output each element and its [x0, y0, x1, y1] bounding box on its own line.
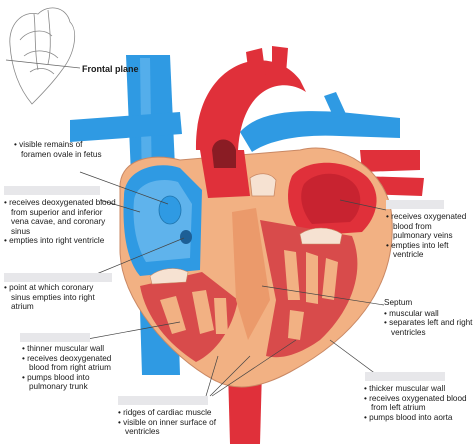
septum-items: muscular wallseparates left and right ve…	[384, 309, 474, 338]
note-item: point at which coronary sinus empties in…	[4, 283, 104, 312]
note-item: empties into left ventricle	[386, 241, 470, 260]
note-item: receives deoxygenated blood from superio…	[4, 198, 116, 236]
note-item: empties into right ventricle	[4, 236, 116, 246]
right-ventricle	[140, 272, 238, 362]
note-item: receives deoxygenated blood from right a…	[22, 354, 126, 373]
trabeculae-carneae	[160, 250, 338, 340]
interventricular-septum	[232, 208, 270, 340]
aortic-valve	[249, 173, 277, 197]
descending-aorta	[228, 370, 262, 444]
pulmonary-artery-left	[240, 111, 400, 152]
coronary-sinus-opening	[180, 230, 192, 244]
note-item: receives oxygenated blood from pulmonary…	[386, 212, 470, 241]
note-coronary-sinus: point at which coronary sinus empties in…	[4, 283, 104, 312]
mitral-valve	[299, 227, 343, 245]
aorta	[195, 60, 306, 150]
frontal-plane-inset	[5, 7, 81, 105]
note-septum: Septum muscular wallseparates left and r…	[384, 298, 474, 337]
tricuspid-valve	[149, 268, 189, 285]
mask-right-ventricle	[20, 333, 90, 342]
septum-title: Septum	[384, 298, 413, 307]
note-item: visible on inner surface of ventricles	[118, 418, 226, 437]
note-trabeculae: ridges of cardiac musclevisible on inner…	[118, 408, 226, 437]
note-item: muscular wall	[384, 309, 474, 319]
note-item: thinner muscular wall	[22, 344, 126, 354]
note-item: separates left and right ventricles	[384, 318, 474, 337]
note-right-ventricle: thinner muscular wallreceives deoxygenat…	[22, 344, 126, 392]
note-right-atrium: receives deoxygenated blood from superio…	[4, 198, 116, 246]
mask-left-atrium	[386, 200, 444, 209]
frontal-plane-label: Frontal plane	[82, 64, 139, 74]
mask-right-atrium	[4, 186, 100, 195]
note-left-ventricle: thicker muscular wallreceives oxygenated…	[364, 384, 472, 422]
aortic-root	[200, 150, 250, 198]
pulmonary-artery-right	[70, 112, 182, 142]
note-item: receives oxygenated blood from left atri…	[364, 394, 472, 413]
note-left-atrium: receives oxygenated blood from pulmonary…	[386, 212, 470, 260]
note-foramen-ovale: visible remains of foramen ovale in fetu…	[14, 140, 110, 159]
note-item: visible remains of foramen ovale in fetu…	[14, 140, 110, 159]
note-item: pumps blood into pulmonary trunk	[22, 373, 126, 392]
note-item: pumps blood into aorta	[364, 413, 472, 423]
note-item: ridges of cardiac muscle	[118, 408, 226, 418]
mask-left-ventricle	[365, 372, 445, 381]
mask-trabeculae	[118, 396, 208, 405]
mask-coronary-sinus	[4, 273, 112, 282]
note-item: thicker muscular wall	[364, 384, 472, 394]
foramen-ovale	[158, 195, 182, 225]
